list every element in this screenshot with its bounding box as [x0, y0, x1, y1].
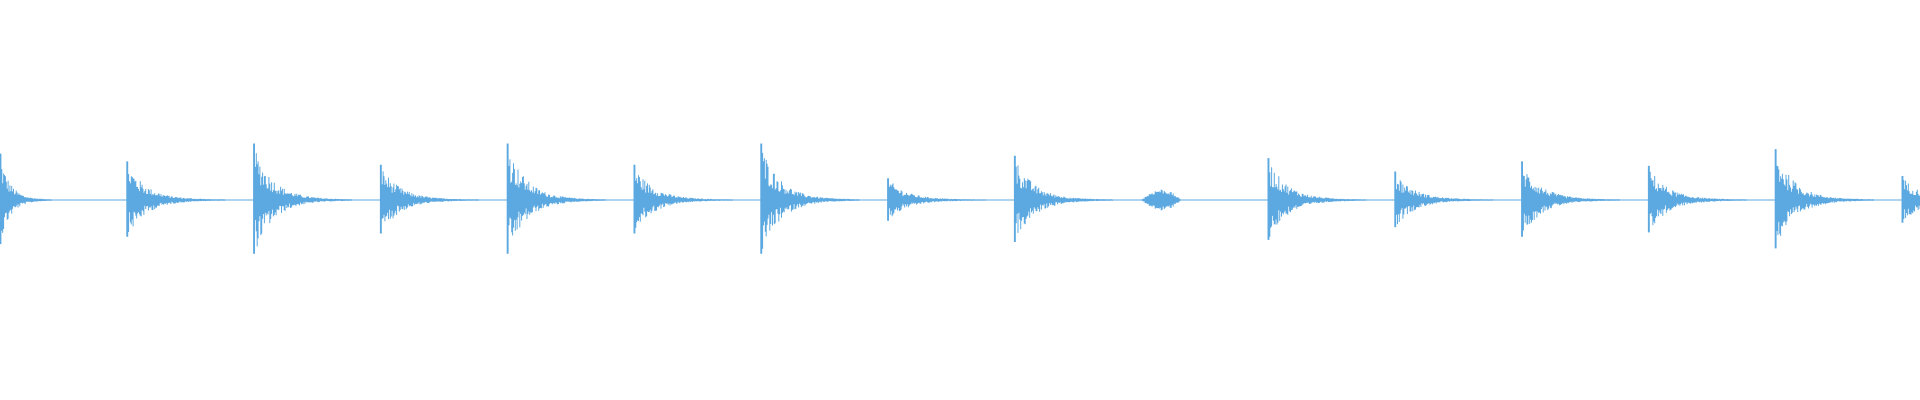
waveform-hit-envelope: [379, 164, 479, 234]
waveform-hit-envelope: [126, 161, 226, 237]
waveform-hit: [1267, 158, 1367, 240]
waveform-hit-envelope: [760, 143, 860, 254]
waveform-hit: [760, 143, 860, 254]
waveform-hit-envelope: [633, 164, 733, 234]
waveform-hit: [126, 161, 226, 237]
waveform-hit-envelope: [1521, 161, 1621, 237]
waveform-hit-envelope: [1267, 158, 1367, 240]
waveform-hit-envelope: [1013, 155, 1113, 242]
waveform-hit: [633, 164, 733, 234]
waveform-hit: [1774, 149, 1874, 249]
waveform-track: [0, 143, 1920, 254]
waveform-hit: [1521, 161, 1621, 237]
waveform-hit-envelope: [1901, 176, 1920, 223]
waveform-hit: [1141, 189, 1181, 211]
waveform-hit-envelope: [0, 153, 52, 245]
waveform-hit-envelope: [1394, 171, 1494, 228]
waveform-hit-envelope: [1647, 165, 1747, 233]
waveform-hit: [1901, 176, 1920, 223]
waveform-hit-envelope: [1774, 149, 1874, 249]
waveform-hit: [379, 164, 479, 234]
waveform-hit: [0, 153, 52, 245]
waveform-hit: [1394, 171, 1494, 228]
waveform-hit: [253, 143, 353, 254]
waveform-hit-envelope: [253, 143, 353, 254]
waveform-hit-envelope: [1141, 189, 1181, 211]
waveform-hit: [887, 178, 987, 221]
waveform-hit: [1647, 165, 1747, 233]
waveform-hit-envelope: [506, 143, 606, 254]
waveform-hit-envelope: [887, 178, 987, 221]
waveform-hit: [1013, 155, 1113, 242]
waveform-hit: [506, 143, 606, 254]
